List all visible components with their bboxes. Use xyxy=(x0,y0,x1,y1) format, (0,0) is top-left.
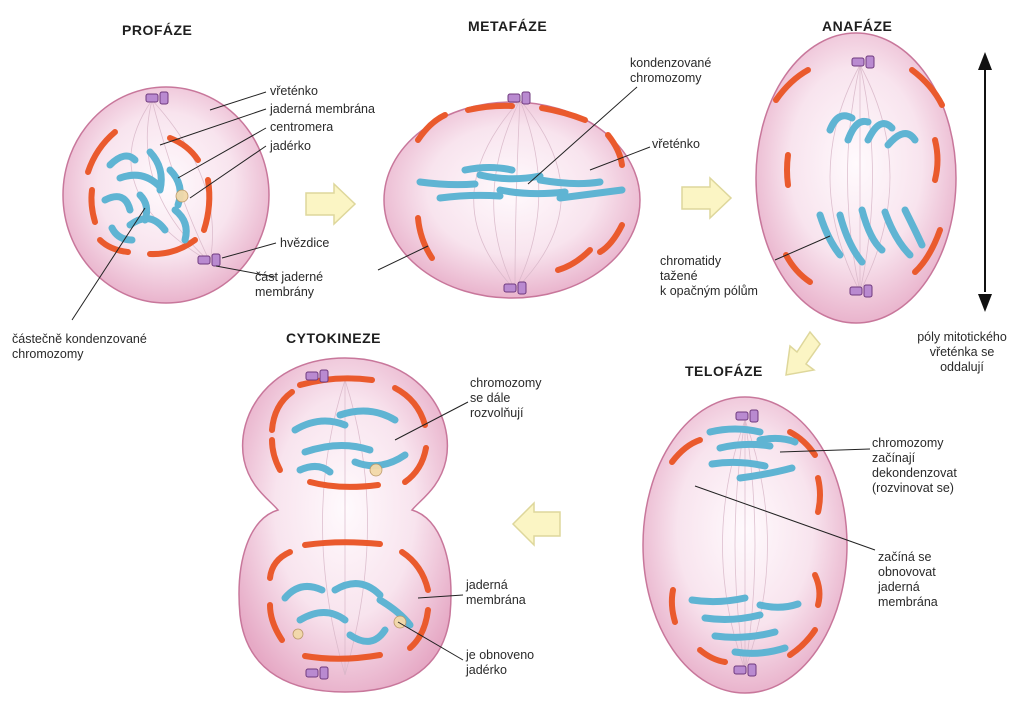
label-chromosomes-unwind: chromozomy se dále rozvolňují xyxy=(470,376,542,421)
label-membrane-renewing: začíná se obnovovat jaderná membrána xyxy=(878,550,938,610)
label-nucleolus: jadérko xyxy=(270,139,311,154)
label-nucleolus-renewed: je obnoveno jadérko xyxy=(466,648,534,678)
arrow-metaphase-to-anaphase xyxy=(682,178,731,218)
arrow-prophase-to-metaphase xyxy=(306,184,355,224)
label-partially-condensed-chromosomes: částečně kondenzované chromozomy xyxy=(12,332,147,362)
label-membrane-part: část jaderné membrány xyxy=(255,270,323,300)
arrow-anaphase-to-telophase xyxy=(786,332,820,375)
label-nuclear-membrane-cytokinesis: jaderná membrána xyxy=(466,578,526,608)
label-chromatids: chromatidy tažené k opačným pólům xyxy=(660,254,758,299)
phase-title-prophase: PROFÁZE xyxy=(122,22,192,38)
pole-separation-arrow xyxy=(978,52,992,312)
label-nuclear-membrane: jaderná membrána xyxy=(270,102,375,117)
phase-title-cytokinesis: CYTOKINEZE xyxy=(286,330,381,346)
label-spindle-prophase: vřeténko xyxy=(270,84,318,99)
label-condensed-chromosomes: kondenzované chromozomy xyxy=(630,56,711,86)
phase-title-telophase: TELOFÁZE xyxy=(685,363,763,379)
label-aster: hvězdice xyxy=(280,236,329,251)
label-poles-separate: póly mitotického vřeténka se oddalují xyxy=(902,330,1022,375)
phase-title-anaphase: ANAFÁZE xyxy=(822,18,892,34)
label-centromere: centromera xyxy=(270,120,333,135)
label-chromosomes-decondense: chromozomy začínají dekondenzovat (rozvi… xyxy=(872,436,957,496)
arrow-telophase-to-cytokinesis xyxy=(513,503,560,545)
label-spindle-metaphase: vřeténko xyxy=(652,137,700,152)
phase-title-metaphase: METAFÁZE xyxy=(468,18,547,34)
